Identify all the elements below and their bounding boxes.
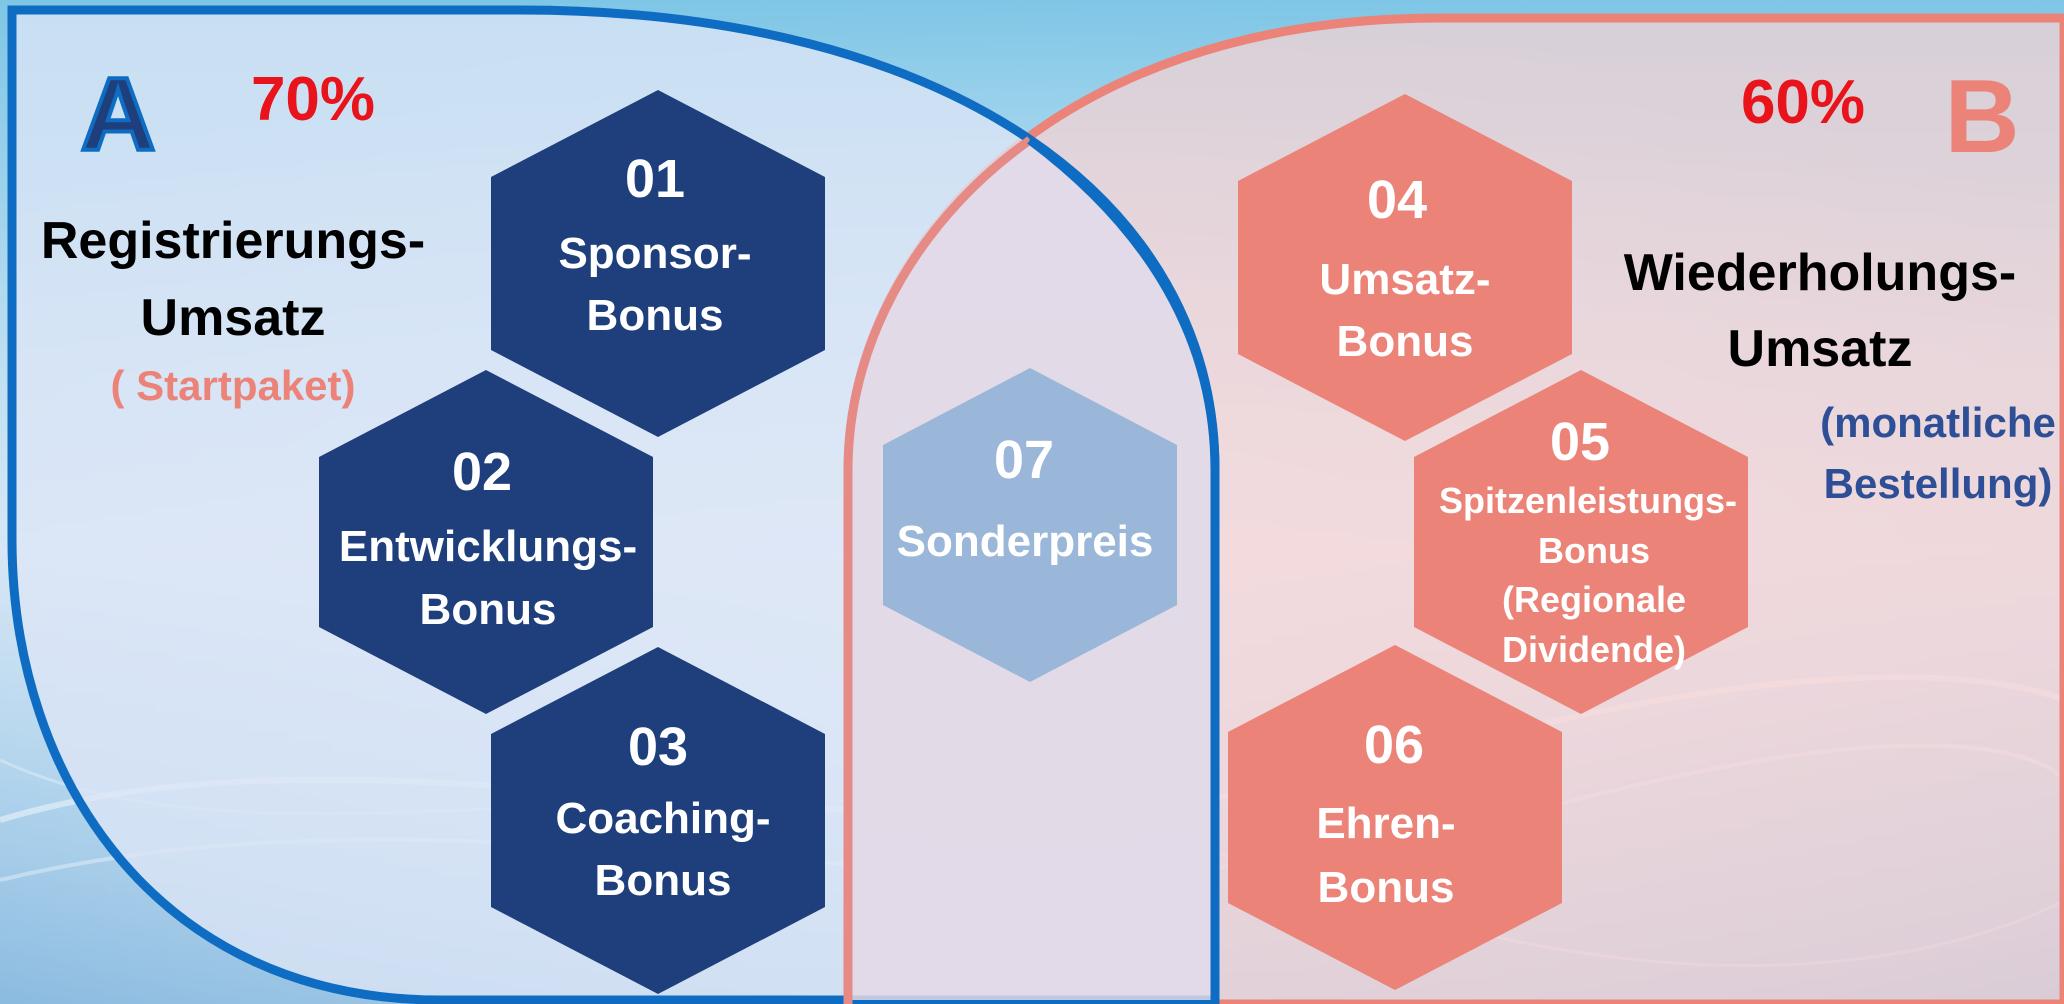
bonus-number: 02 xyxy=(452,442,512,502)
hexagon-shape xyxy=(491,647,825,994)
bonus-label-line: Dividende) xyxy=(1502,629,1686,670)
subtitle-a: ( Startpaket) xyxy=(110,362,355,409)
region-a-inner-edge xyxy=(1027,136,1220,1000)
bonus-number: 03 xyxy=(628,717,688,777)
hex-bonus-04: 04 Umsatz- Bonus xyxy=(1238,94,1572,441)
title-b-line2: Umsatz xyxy=(1728,320,1913,378)
hex-bonus-07: 07 Sonderpreis xyxy=(883,368,1177,682)
bonus-label-line: Bonus xyxy=(595,856,732,905)
hexagon-shape xyxy=(1228,645,1562,990)
hexagon-shape xyxy=(491,90,825,437)
bonus-label-line: Coaching- xyxy=(555,794,770,843)
bonus-label-line: Bonus xyxy=(587,291,724,340)
hex-bonus-01: 01 Sponsor- Bonus xyxy=(491,90,825,437)
hex-bonus-03: 03 Coaching- Bonus xyxy=(491,647,825,994)
subtitle-b-line2: Bestellung) xyxy=(1824,460,2053,507)
bonus-label-line: Ehren- xyxy=(1316,799,1455,848)
letter-b: B xyxy=(1944,59,2019,175)
bonus-label-line: Bonus xyxy=(1318,863,1455,912)
bonus-label-line: Spitzenleistungs- xyxy=(1439,480,1737,521)
bonus-label-line: Sonderpreis xyxy=(897,517,1154,566)
bonus-label-line: Entwicklungs- xyxy=(339,522,637,571)
bonus-number: 07 xyxy=(994,430,1054,490)
hex-bonus-02: 02 Entwicklungs- Bonus xyxy=(319,370,653,714)
bonus-label-line: Bonus xyxy=(1538,530,1650,571)
title-a-line2: Umsatz xyxy=(141,289,326,347)
bonus-label-line: (Regionale xyxy=(1502,579,1686,620)
bonus-label-line: Sponsor- xyxy=(558,229,751,278)
bonus-number: 05 xyxy=(1550,412,1610,472)
hex-bonus-06: 06 Ehren- Bonus xyxy=(1228,645,1562,990)
hexagon-shape xyxy=(319,370,653,714)
subtitle-b-line1: (monatliche xyxy=(1820,399,2056,446)
percent-a: 70% xyxy=(251,65,375,134)
letter-a: A xyxy=(80,57,155,173)
bonus-label-line: Bonus xyxy=(1337,317,1474,366)
hex-bonus-05: 05 Spitzenleistungs- Bonus (Regionale Di… xyxy=(1414,370,1748,714)
hexagon-shape xyxy=(883,368,1177,682)
bonus-number: 01 xyxy=(625,149,685,209)
region-b-inner-arc xyxy=(843,136,1033,1004)
percent-b: 60% xyxy=(1741,68,1865,137)
bonus-number: 04 xyxy=(1367,170,1427,230)
title-a-line1: Registrierungs- xyxy=(41,212,425,270)
hexagon-shape xyxy=(1238,94,1572,441)
bonus-label-line: Umsatz- xyxy=(1319,255,1490,304)
title-b-line1: Wiederholungs- xyxy=(1624,244,2016,302)
hexagon-shape xyxy=(1414,370,1748,714)
bonus-number: 06 xyxy=(1364,715,1424,775)
bonus-label-line: Bonus xyxy=(420,585,557,634)
